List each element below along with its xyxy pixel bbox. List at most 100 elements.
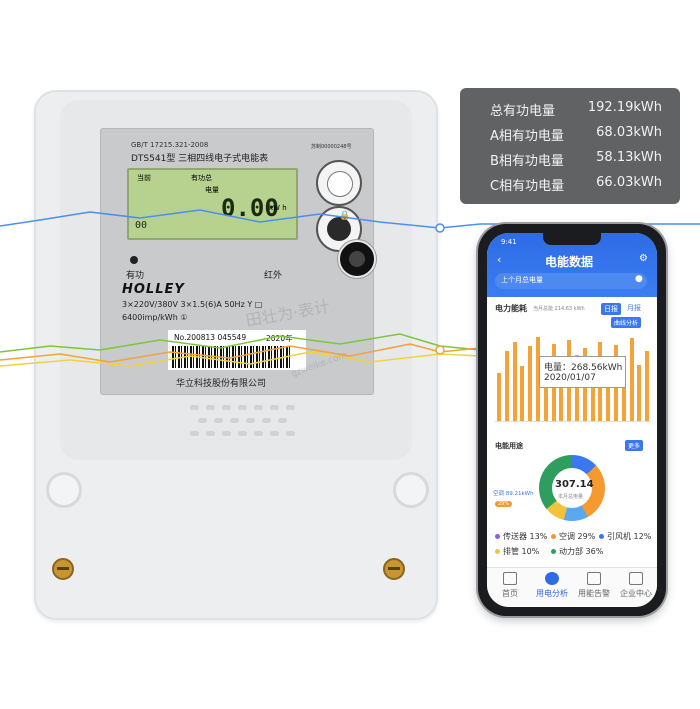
screw-cap-left [46, 472, 82, 508]
power-bar [520, 366, 525, 421]
info-row: B相有功电量 58.13kWh [460, 150, 680, 174]
power-bar [575, 355, 579, 421]
power-bar [512, 342, 517, 421]
orange-signal-line [0, 343, 481, 363]
legend-dot-icon [495, 549, 500, 554]
tooltip-date: 2020/01/07 [544, 373, 596, 383]
search-placeholder: 上个月总电量 [501, 276, 543, 284]
orange-line-node [435, 345, 445, 355]
legend-dot-icon [599, 534, 604, 539]
ac-label: 空调 89.21kWh [493, 491, 534, 497]
infrared-label: 红外 [264, 271, 283, 281]
info-value: 192.19kWh [587, 100, 662, 115]
info-row: 总有功电量 192.19kWh [460, 100, 680, 124]
building-icon [629, 572, 643, 585]
bottom-nav: 首页 用电分析 用能告警 企业中心 [487, 567, 657, 607]
infrared-port [338, 240, 376, 278]
donut-label: 本月总电量 [558, 494, 584, 500]
blue-signal-line [0, 209, 700, 229]
lcd-current-label: 当前 [137, 174, 151, 182]
meter-model: DTS541型 三相四线电子式电能表 [131, 154, 269, 164]
power-section-title: 电力能耗 [495, 304, 527, 313]
power-bar [645, 351, 650, 421]
status-time: 9:41 [501, 238, 517, 246]
power-bar [621, 358, 626, 421]
info-value: 58.13kWh [596, 150, 662, 165]
usage-more-button[interactable]: 更多 [625, 440, 644, 451]
search-input[interactable]: 上个月总电量 ● [495, 273, 647, 289]
settings-icon[interactable]: ⚙ [639, 253, 648, 264]
info-row: C相有功电量 66.03kWh [460, 175, 680, 199]
nav-analysis[interactable]: 用电分析 [531, 572, 573, 599]
nav-enterprise[interactable]: 企业中心 [615, 572, 657, 599]
legend-dot-icon [551, 534, 556, 539]
app-header: 9:41 ‹ 电能数据 ⚙ 上个月总电量 ● [487, 233, 657, 297]
tab-month[interactable]: 月报 [627, 304, 641, 312]
ac-percent: 29% [495, 501, 513, 507]
info-value: 66.03kWh [596, 175, 662, 190]
nav-alarm[interactable]: 用能告警 [573, 572, 615, 599]
brand-logo: HOLLEY [122, 282, 185, 297]
spec-line: 3×220V/380V 3×1.5(6)A 50Hz Y □ [122, 300, 263, 309]
phone-notch [543, 233, 601, 245]
meter-lcd: 当前 有功总 电量 0.00 kW h 00 [127, 168, 298, 240]
alarm-icon [587, 572, 601, 585]
active-label: 有功 [126, 271, 145, 281]
legend-item: 动力部 36% [551, 546, 603, 557]
terminal-screw-right [383, 558, 405, 580]
usage-donut-chart: 307.14 本月总电量 [539, 455, 605, 521]
power-bar [606, 361, 611, 421]
blue-line-node [435, 223, 445, 233]
maker-name: 华立科技股份有限公司 [176, 379, 267, 389]
serial-number: No.200813 045549 [174, 333, 247, 342]
info-label: B相有功电量 [490, 154, 564, 169]
info-row: A相有功电量 68.03kWh [460, 125, 680, 149]
power-bar [559, 368, 564, 421]
power-section-sub: 当月总能 214.63 kWh [533, 306, 585, 312]
curve-analysis-button[interactable]: 曲线分析 [611, 317, 642, 328]
power-bar [497, 373, 501, 421]
lcd-total-label: 有功总 [191, 174, 212, 182]
led-indicator [130, 256, 138, 264]
power-bar [543, 359, 548, 421]
chart-tooltip: 电量：268.56kWh 2020/01/07 [539, 356, 626, 388]
nav-home[interactable]: 首页 [489, 572, 531, 599]
power-bar [629, 338, 634, 421]
power-bar [590, 370, 595, 421]
meter-standard: GB/T 17215.321-2008 [131, 141, 209, 149]
back-icon[interactable]: ‹ [497, 253, 502, 266]
legend-item: 传送器 13% [495, 531, 547, 542]
donut-value: 307.14 [555, 479, 594, 490]
power-bar [536, 337, 540, 421]
lock-icon: 🔒 [339, 211, 351, 221]
green-signal-line [0, 333, 481, 353]
imp-line: 6400imp/kWh ① [122, 313, 188, 322]
yellow-signal-line [0, 351, 481, 367]
power-bar [637, 365, 642, 421]
info-label: C相有功电量 [490, 179, 565, 194]
legend-item: 排管 10% [495, 546, 539, 557]
mic-icon[interactable]: ● [635, 274, 643, 284]
lcd-unit: kW h [269, 204, 287, 212]
usage-section-title: 电能用途 [495, 442, 523, 450]
lcd-energy-label: 电量 [205, 186, 219, 194]
meter-button-top[interactable] [316, 160, 362, 206]
meter-button-bottom[interactable] [316, 206, 362, 252]
phone-screen: 9:41 ‹ 电能数据 ⚙ 上个月总电量 ● 电力能耗 当月总能 214.63 … [487, 233, 657, 607]
tooltip-value: 电量：268.56kWh [544, 363, 623, 373]
power-bar [504, 351, 509, 421]
app-title: 电能数据 [545, 255, 594, 269]
meter-cert: 苏制00000248号 [311, 144, 352, 150]
home-icon [503, 572, 517, 585]
serial-year: 2020年 [266, 334, 293, 343]
pie-chart-icon [545, 572, 559, 585]
tab-day[interactable]: 日报 [601, 303, 621, 315]
power-bar [528, 346, 533, 421]
info-label: A相有功电量 [490, 129, 564, 144]
energy-info-panel: 总有功电量 192.19kWh A相有功电量 68.03kWh B相有功电量 5… [460, 88, 680, 204]
legend-item: 引风机 12% [599, 531, 651, 542]
legend-dot-icon [495, 534, 500, 539]
legend-dot-icon [551, 549, 556, 554]
lcd-code: 00 [135, 220, 148, 231]
